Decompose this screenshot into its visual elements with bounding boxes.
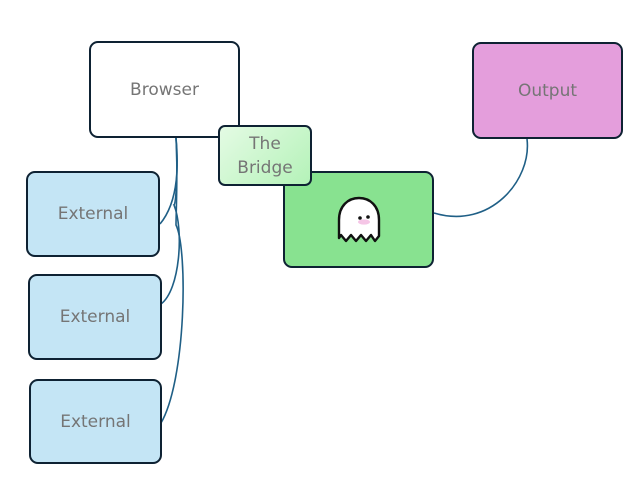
browser-node[interactable]: Browser	[89, 41, 240, 138]
external-node-label: External	[59, 307, 131, 327]
bridge-node-label: The Bridge	[237, 132, 292, 180]
ghost-icon	[337, 196, 380, 242]
browser-node-label: Browser	[130, 79, 199, 100]
edge-browser-external-3[interactable]	[160, 137, 184, 424]
edge-output-agent[interactable]	[433, 138, 529, 218]
bridge-node[interactable]: The Bridge	[218, 125, 312, 186]
edge-browser-external-1[interactable]	[159, 137, 179, 225]
external-node-3[interactable]: External	[29, 379, 162, 464]
bridge-label-line-2: Bridge	[237, 157, 293, 178]
external-node-label: External	[57, 204, 129, 224]
output-node[interactable]: Output	[472, 42, 623, 139]
output-node-label: Output	[517, 80, 578, 101]
external-node-2[interactable]: External	[28, 274, 162, 360]
external-node-1[interactable]: External	[26, 171, 160, 257]
agent-node[interactable]	[283, 171, 434, 268]
external-node-label: External	[60, 411, 131, 432]
bridge-label-line-1: The	[249, 133, 281, 154]
